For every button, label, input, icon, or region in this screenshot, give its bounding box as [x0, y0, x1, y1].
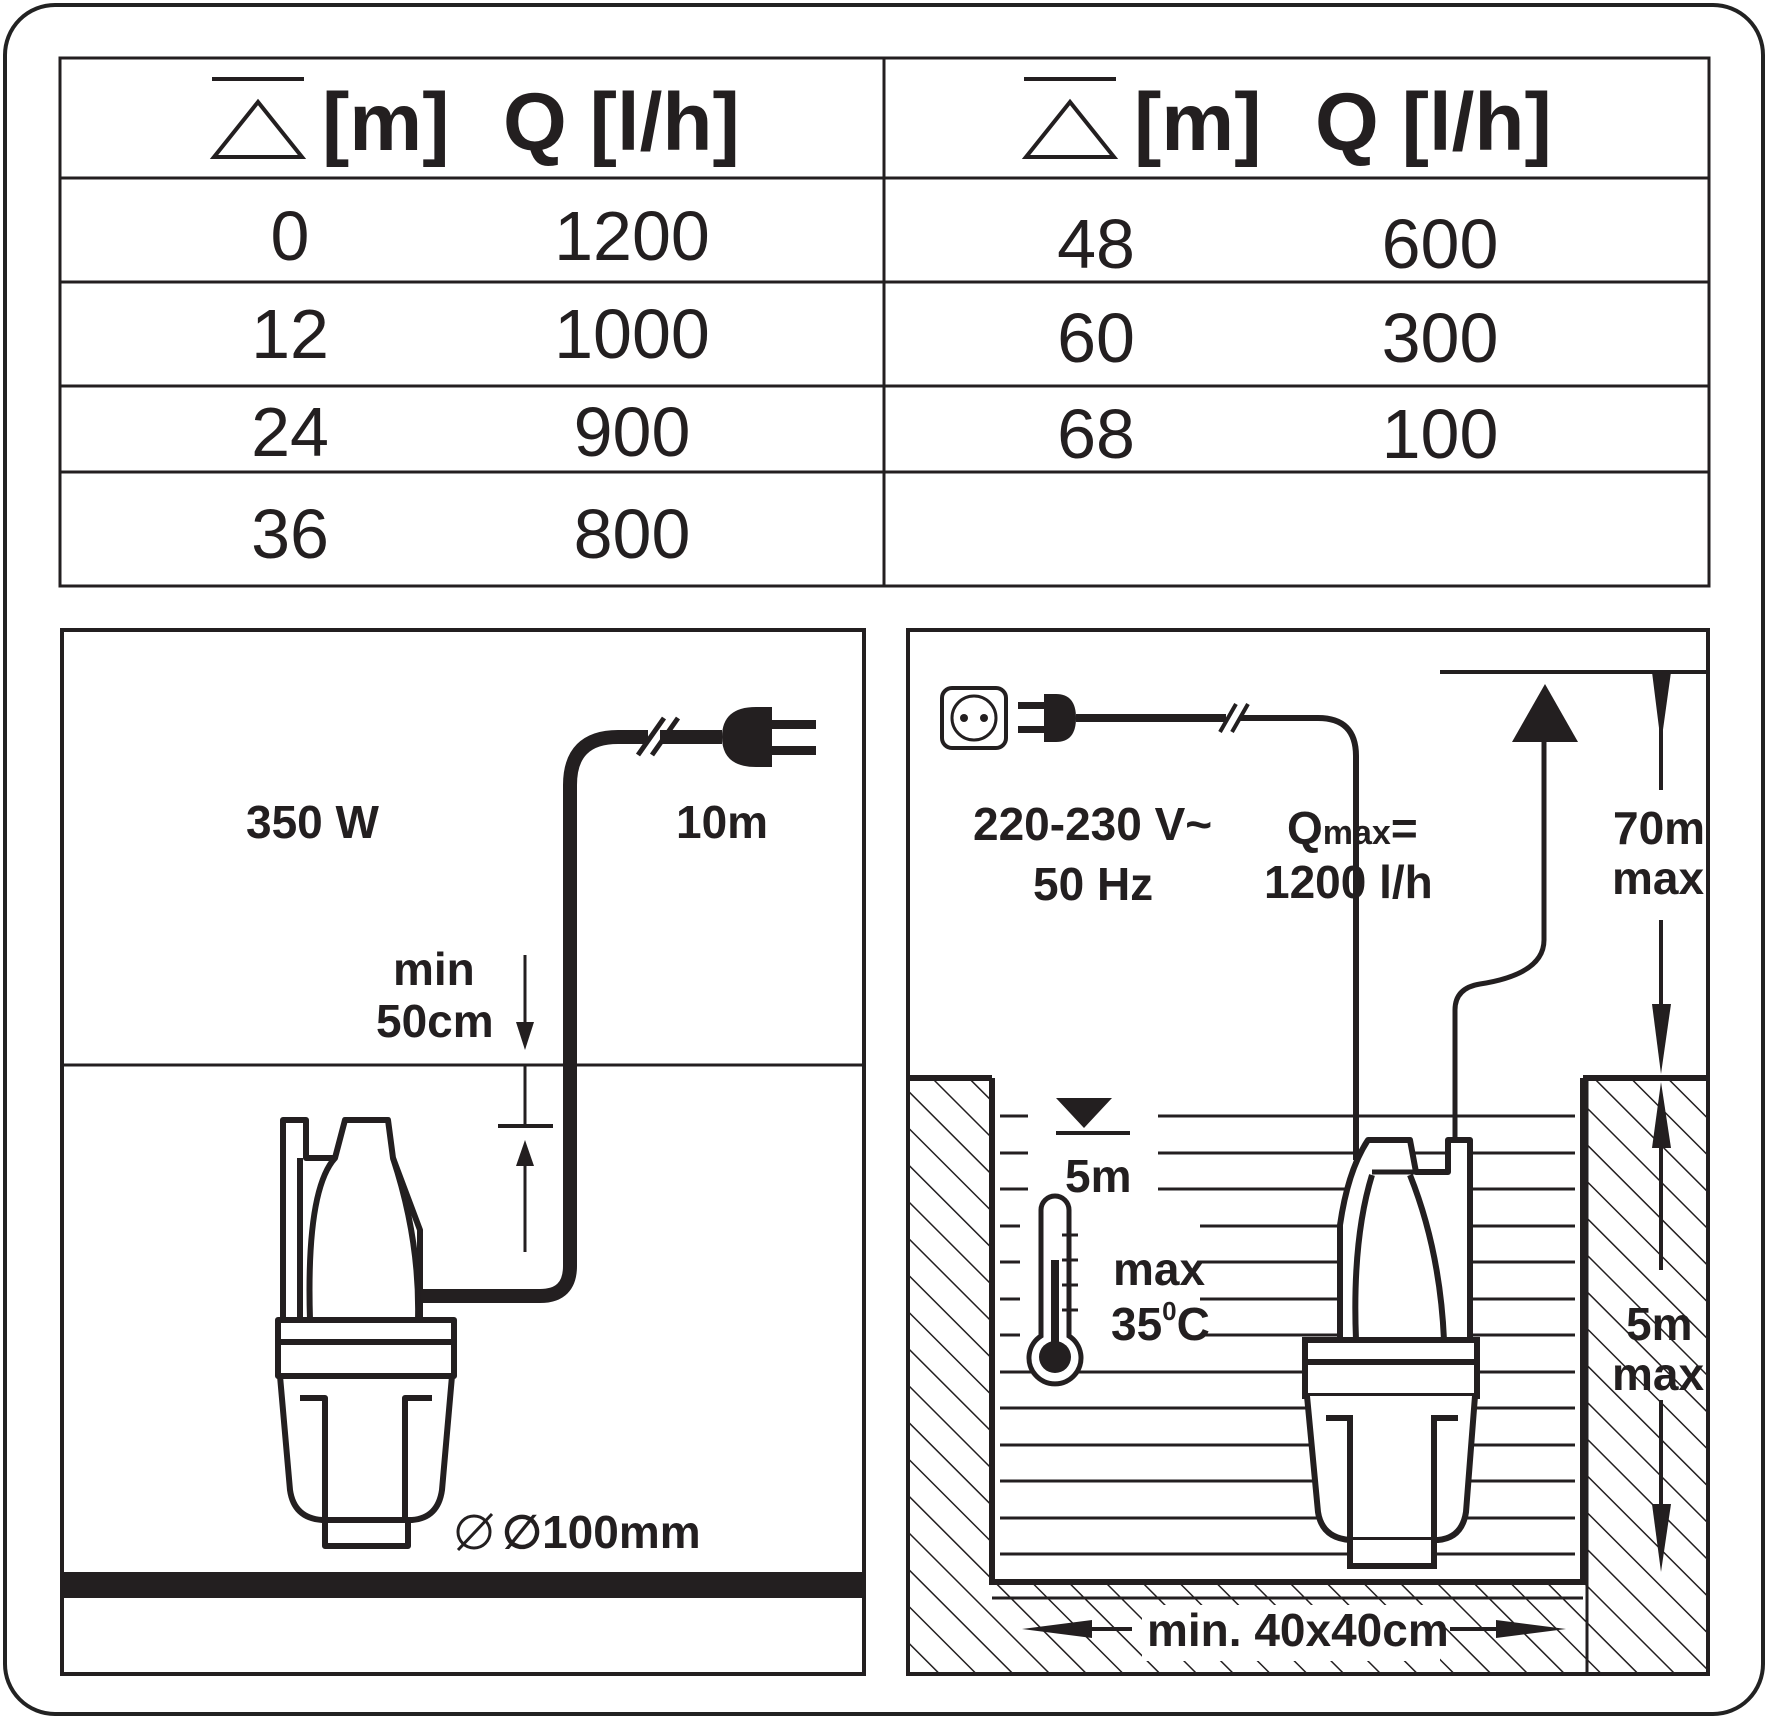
frequency-label: 50 Hz: [1033, 858, 1153, 910]
head-max-value: 70m: [1613, 802, 1705, 854]
outlet-hose: [1452, 740, 1547, 1140]
well-panel: 5m max 350C 220-230 V: [906, 628, 1710, 1676]
temp-max-label: max: [1113, 1243, 1205, 1295]
thermometer-icon: [1026, 1193, 1084, 1387]
head-cell: 0: [271, 197, 310, 275]
qmax-value-label: 1200 l/h: [1264, 856, 1433, 908]
power-cable: [418, 730, 648, 1303]
well-wall-left: [910, 1078, 992, 1672]
well-size-label: min. 40x40cm: [1147, 1604, 1449, 1656]
head-cell: 36: [251, 495, 329, 573]
flow-cell: 1200: [554, 197, 710, 275]
installation-panel: 350 W 10m min 50cm: [60, 628, 866, 1676]
immersion-dimension: [1652, 1082, 1671, 1572]
diameter-icon: [456, 1512, 494, 1552]
well-wall-right: [1583, 1078, 1707, 1672]
flow-cell: 300: [1382, 299, 1499, 377]
water-level-icon: [1056, 1098, 1130, 1135]
head-dimension: [1652, 672, 1671, 1074]
qmax-label: Qmax=: [1287, 802, 1418, 854]
plug-icon: [1018, 694, 1076, 742]
min-depth-dimension: [498, 955, 553, 1252]
head-cell: 24: [251, 393, 329, 471]
flow-cell: 1000: [554, 295, 710, 373]
head-icon: [1021, 77, 1119, 159]
flow-cell: 800: [574, 495, 691, 573]
head-unit-header: [m]: [1134, 77, 1262, 168]
pump-illustration: [275, 1117, 457, 1549]
flow-cell: 100: [1382, 395, 1499, 473]
min-label: min: [393, 943, 475, 995]
power-label: 350 W: [246, 796, 380, 848]
voltage-label: 220-230 V~: [973, 798, 1212, 850]
flow-cell: 900: [574, 393, 691, 471]
performance-table: [m] Q [l/h] [m] Q [l/h] 0 1200 12 1000 2…: [58, 56, 1711, 588]
flow-header: Q [l/h]: [503, 77, 740, 168]
depth-label: 5m: [1065, 1150, 1131, 1202]
head-cell: 12: [251, 295, 329, 373]
immersion-max-value: 5m: [1626, 1298, 1692, 1350]
ground-bar: [62, 1572, 864, 1598]
flow-cell: 600: [1382, 205, 1499, 283]
outer-frame: [3, 3, 1765, 1716]
cable-length-label: 10m: [676, 796, 768, 848]
pump-illustration: [1302, 1137, 1480, 1569]
socket-icon: [940, 686, 1008, 750]
well-width-dimension: [1022, 1620, 1566, 1638]
plug-icon: [722, 707, 816, 767]
flow-header: Q [l/h]: [1315, 77, 1552, 168]
diameter-label: ∅100mm: [502, 1506, 701, 1558]
head-cell: 60: [1057, 299, 1135, 377]
flow-arrow-icon: [1512, 684, 1578, 742]
head-icon: [209, 77, 307, 159]
head-max-word: max: [1612, 852, 1704, 904]
head-unit-header: [m]: [322, 77, 450, 168]
immersion-max-word: max: [1612, 1348, 1704, 1400]
min-depth-label: 50cm: [376, 995, 494, 1047]
temp-value-label: 350C: [1111, 1296, 1210, 1350]
head-cell: 48: [1057, 205, 1135, 283]
head-cell: 68: [1057, 395, 1135, 473]
